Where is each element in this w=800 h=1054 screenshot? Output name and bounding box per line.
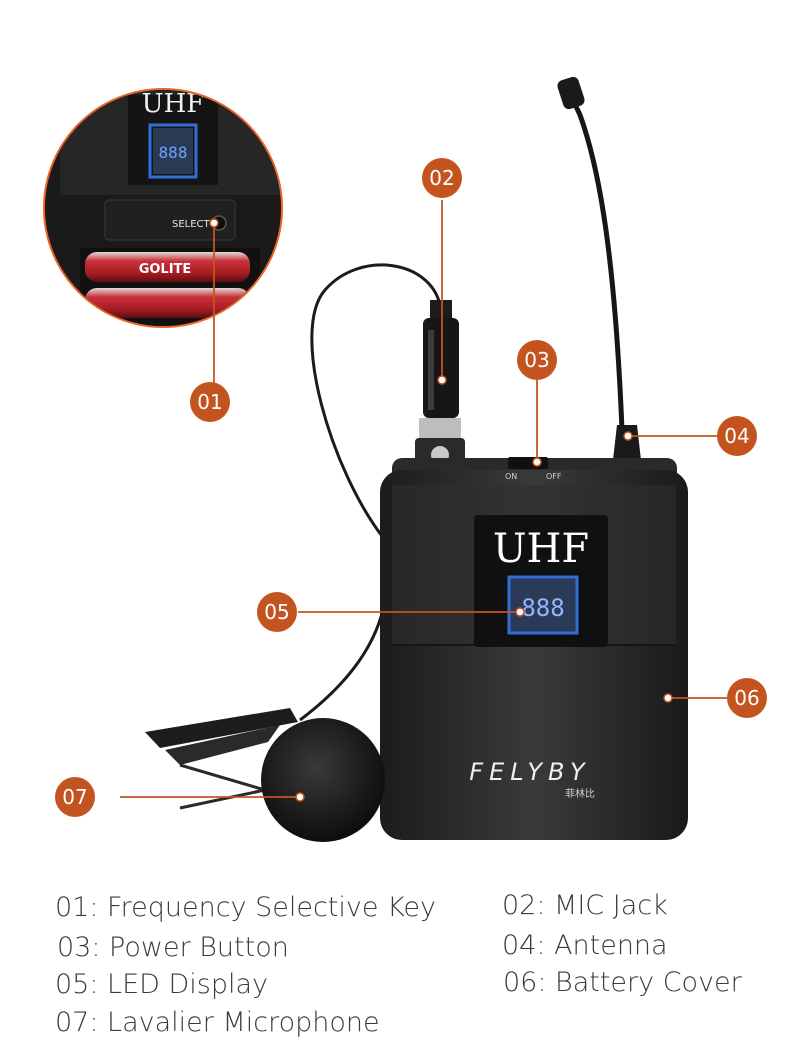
led-display (507, 575, 579, 635)
callout-04: 04 (717, 416, 757, 456)
display-uhf-text: UHF (493, 526, 589, 572)
antenna (557, 76, 641, 460)
legend-item-02: 02: MIC Jack (502, 890, 668, 921)
callout-03: 03 (517, 340, 557, 380)
battery-label: GOLITE (139, 262, 192, 277)
lavalier-microphone (145, 708, 385, 842)
legend-item-07: 07: Lavalier Microphone (55, 1007, 380, 1038)
callout-05: 05 (257, 592, 297, 632)
product-illustration: UHF 888 SELECT GOLITE (43, 76, 727, 842)
legend-item-01: 01: Frequency Selective Key (55, 892, 437, 923)
mic-cable (299, 263, 442, 722)
display-digits: 888 (521, 594, 564, 622)
inset-select-label: SELECT (172, 219, 211, 230)
mic-connector (415, 300, 465, 472)
callout-02: 02 (422, 158, 462, 198)
legend-item-05: 05: LED Display (55, 969, 269, 1000)
leader-lines (120, 200, 727, 798)
transmitter-body: ON OFF UHF 888 FELYBY 菲林比 (380, 457, 688, 840)
brand-sublogo: 菲林比 (565, 787, 595, 800)
zoom-inset: UHF 888 SELECT GOLITE (43, 88, 283, 328)
switch-on-label: ON (505, 472, 517, 481)
callout-01: 01 (190, 382, 230, 422)
inset-digits: 888 (159, 143, 188, 162)
legend-item-03: 03: Power Button (57, 932, 289, 963)
power-switch[interactable] (508, 457, 548, 469)
brand-logo: FELYBY (469, 758, 590, 786)
callout-07: 07 (55, 777, 95, 817)
legend-item-06: 06: Battery Cover (503, 967, 742, 998)
switch-off-label: OFF (546, 472, 562, 481)
legend-item-04: 04: Antenna (502, 930, 668, 961)
inset-uhf-text: UHF (142, 89, 205, 119)
callout-06: 06 (727, 678, 767, 718)
